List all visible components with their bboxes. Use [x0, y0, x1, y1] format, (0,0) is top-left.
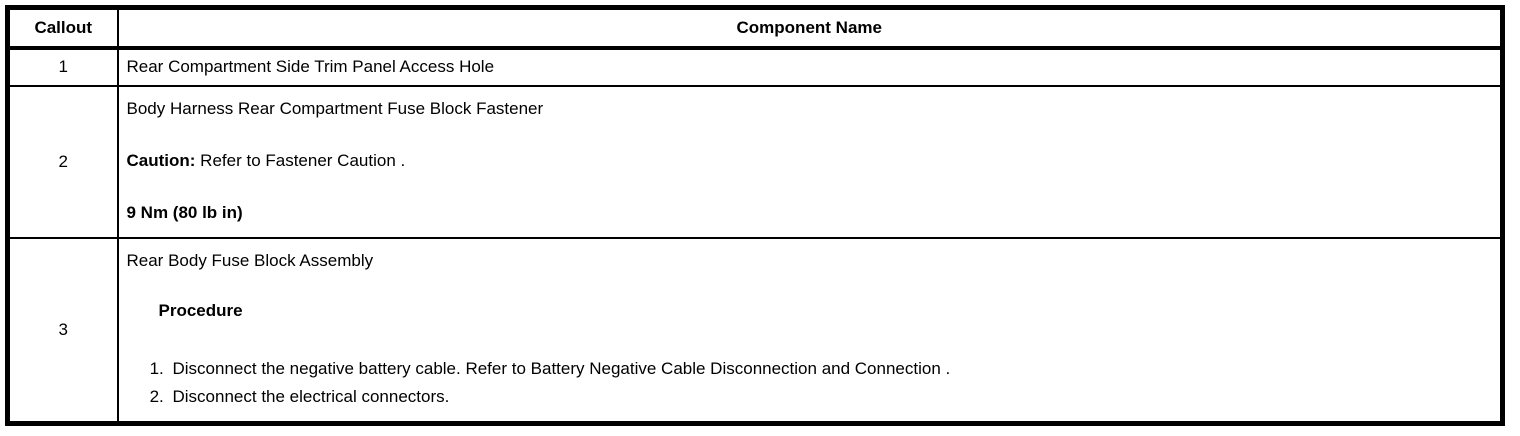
callout-number-2: 2 — [6, 84, 119, 239]
component-name-cell-1: Rear Compartment Side Trim Panel Access … — [116, 46, 1504, 87]
header-cell-component-name: Component Name — [116, 6, 1504, 50]
caution-line: Caution: Refer to Fastener Caution . — [127, 151, 1493, 171]
procedure-step-2: Disconnect the electrical connectors. — [169, 383, 1493, 411]
torque-spec: 9 Nm (80 lb in) — [126, 202, 243, 222]
component-name-cell-3: Rear Body Fuse Block Assembly Procedure … — [116, 236, 1504, 424]
component-callout-table: Callout Component Name 1 Rear Compartmen… — [5, 5, 1505, 426]
component-name-text-3: Rear Body Fuse Block Assembly — [126, 250, 374, 270]
table-header-row: Callout Component Name — [6, 6, 1504, 50]
table-row-2: 2 Body Harness Rear Compartment Fuse Blo… — [6, 84, 1504, 239]
caution-text: Refer to Fastener Caution . — [200, 150, 406, 170]
callout-number-1: 1 — [6, 46, 119, 87]
caution-label: Caution: — [126, 150, 196, 170]
component-name-text-2: Body Harness Rear Compartment Fuse Block… — [126, 98, 544, 118]
component-name-cell-2: Body Harness Rear Compartment Fuse Block… — [116, 84, 1504, 239]
component-name-text-1: Rear Compartment Side Trim Panel Access … — [126, 57, 495, 76]
procedure-steps-list: Disconnect the negative battery cable. R… — [127, 355, 1493, 411]
callout-number-3: 3 — [6, 236, 119, 424]
header-cell-callout: Callout — [6, 6, 119, 50]
procedure-heading: Procedure — [158, 300, 243, 320]
table-row-3: 3 Rear Body Fuse Block Assembly Procedur… — [6, 236, 1504, 424]
table-row-1: 1 Rear Compartment Side Trim Panel Acces… — [6, 46, 1504, 87]
procedure-step-1: Disconnect the negative battery cable. R… — [169, 355, 1493, 383]
